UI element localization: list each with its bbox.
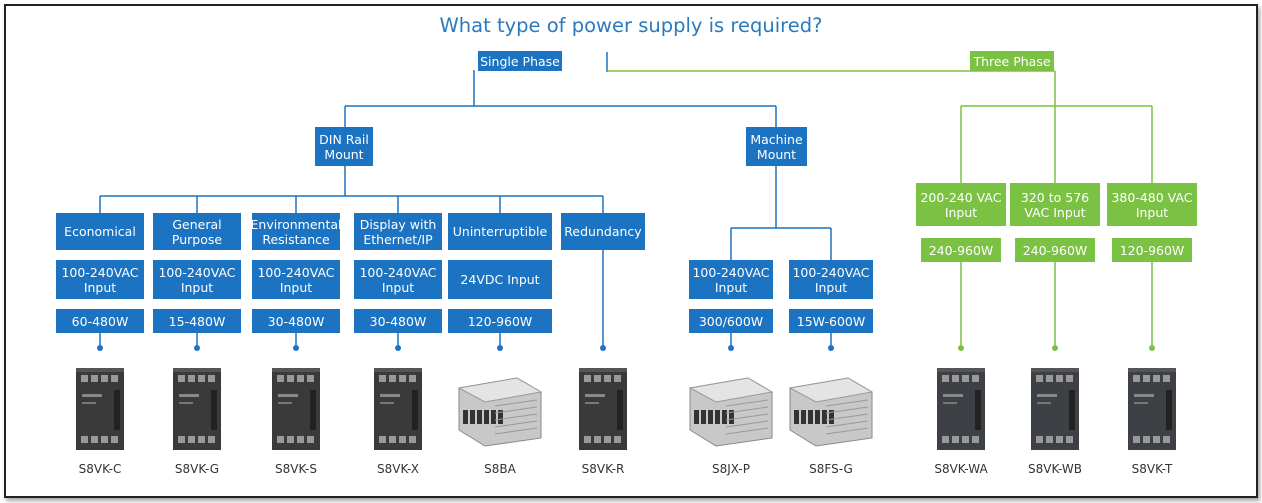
category-node-5: Uninterruptible [448, 213, 552, 250]
product-model-label: S8VK-WB [1027, 462, 1082, 476]
product-image [688, 377, 774, 447]
machine-power-node-2: 15W-600W [789, 309, 873, 333]
single-phase-node: Single Phase [478, 51, 562, 71]
connector-dot [958, 345, 964, 351]
connector-dot [828, 345, 834, 351]
three-input-node-1: 200-240 VAC Input [916, 183, 1006, 226]
connector-dot [1052, 345, 1058, 351]
product-image [788, 377, 874, 447]
three-phase-node: Three Phase [970, 51, 1054, 71]
diagram-title: What type of power supply is required? [439, 14, 823, 37]
three-power-node-1: 240-960W [921, 238, 1001, 262]
category-node-1: Economical [56, 213, 144, 250]
product-model-label: S8BA [484, 462, 516, 476]
three-input-node-3: 380-480 VAC Input [1107, 183, 1197, 226]
input-node-4: 100-240VAC Input [354, 260, 442, 299]
product-model-label: S8FS-G [809, 462, 853, 476]
product-image [1128, 368, 1176, 450]
connector-dot [194, 345, 200, 351]
input-node-5: 24VDC Input [448, 260, 552, 299]
three-power-node-2: 240-960W [1015, 238, 1095, 262]
power-node-2: 15-480W [153, 309, 241, 333]
connector-dot [728, 345, 734, 351]
product-model-label: S8VK-S [274, 462, 318, 476]
input-node-1: 100-240VAC Input [56, 260, 144, 299]
product-model-label: S8VK-WA [934, 462, 988, 476]
product-image [272, 368, 320, 450]
machine-mount-node: Machine Mount [746, 127, 807, 166]
category-node-4: Display with Ethernet/IP [354, 213, 442, 250]
power-node-3: 30-480W [252, 309, 340, 333]
product-image [374, 368, 422, 450]
product-image [579, 368, 627, 450]
power-node-1: 60-480W [56, 309, 144, 333]
category-node-6: Redundancy [561, 213, 645, 250]
product-model-label: S8VK-C [78, 462, 122, 476]
three-power-node-3: 120-960W [1112, 238, 1192, 262]
power-node-5: 120-960W [448, 309, 552, 333]
input-node-3: 100-240VAC Input [252, 260, 340, 299]
connector-dot [395, 345, 401, 351]
category-node-2: General Purpose [153, 213, 241, 250]
power-node-4: 30-480W [354, 309, 442, 333]
connector-dot [497, 345, 503, 351]
machine-input-node-1: 100-240VAC Input [689, 260, 773, 299]
product-image [457, 377, 543, 447]
product-model-label: S8VK-X [376, 462, 420, 476]
product-image [937, 368, 985, 450]
connector-dot [97, 345, 103, 351]
machine-input-node-2: 100-240VAC Input [789, 260, 873, 299]
input-node-2: 100-240VAC Input [153, 260, 241, 299]
product-model-label: S8VK-R [581, 462, 625, 476]
product-image [76, 368, 124, 450]
din-rail-node: DIN Rail Mount [315, 127, 373, 166]
machine-power-node-1: 300/600W [689, 309, 773, 333]
connector-dot [293, 345, 299, 351]
product-model-label: S8JX-P [712, 462, 750, 476]
connector-dot [600, 345, 606, 351]
connector-dot [1149, 345, 1155, 351]
product-image [173, 368, 221, 450]
product-image [1031, 368, 1079, 450]
product-model-label: S8VK-G [174, 462, 220, 476]
product-model-label: S8VK-T [1131, 462, 1173, 476]
category-node-3: Environmental Resistance [251, 213, 341, 250]
three-input-node-2: 320 to 576 VAC Input [1010, 183, 1100, 226]
